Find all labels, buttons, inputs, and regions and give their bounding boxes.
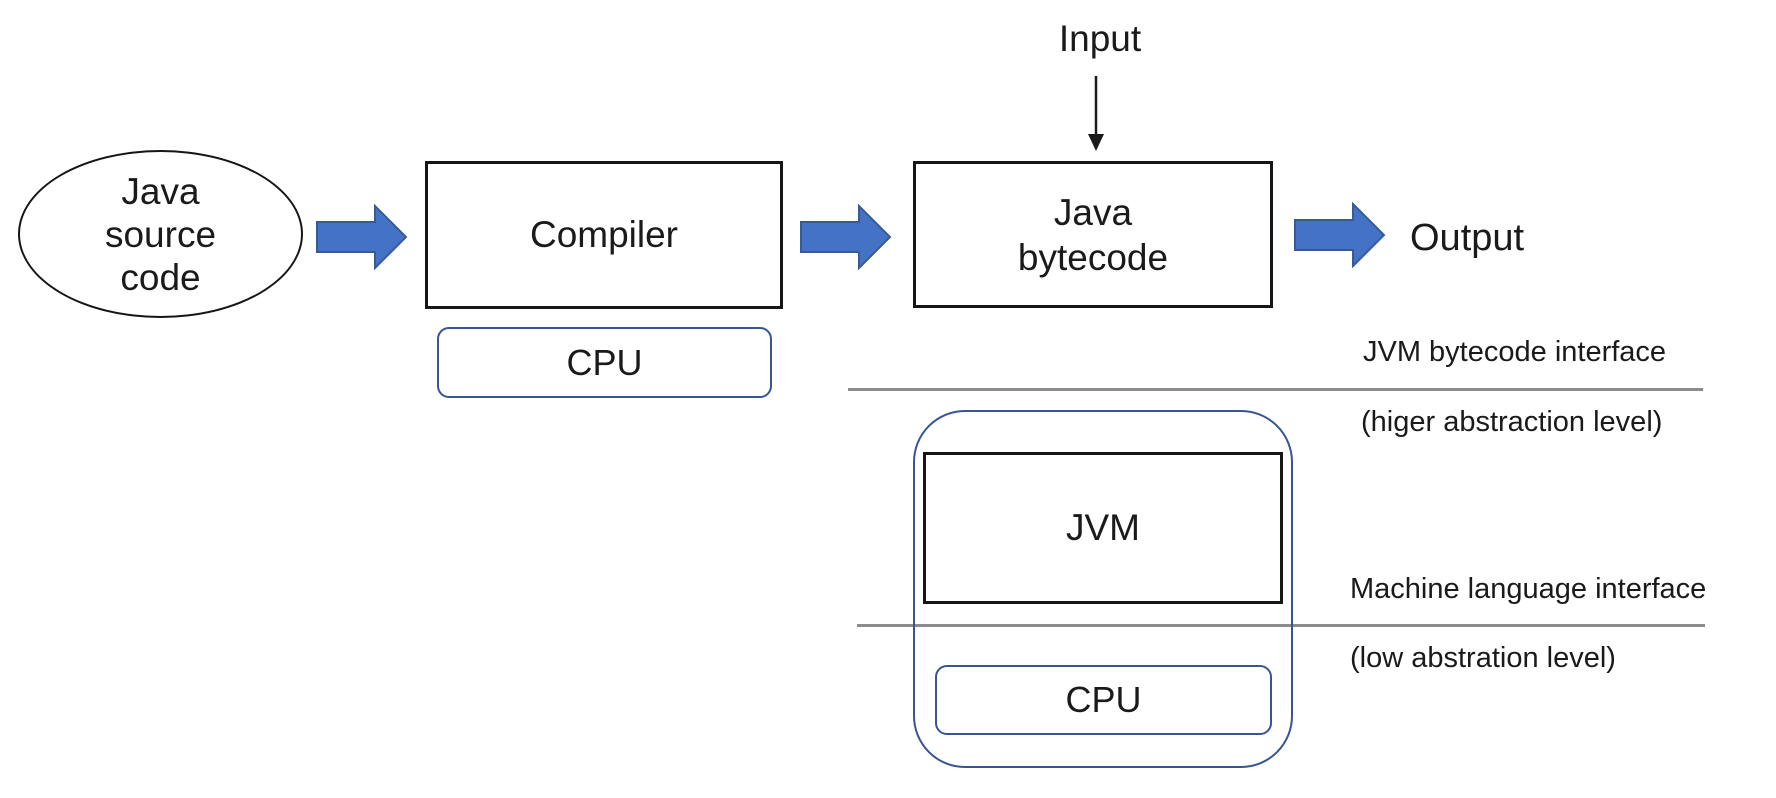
machine-language-interface-label: Machine language interface: [1350, 573, 1707, 605]
arrow-bytecode-to-output-icon: [1294, 202, 1386, 268]
jvm-bytecode-interface-label: JVM bytecode interface: [1363, 336, 1667, 368]
input-label: Input: [1058, 18, 1142, 59]
machine-language-interface-line: [857, 624, 1705, 627]
compiler-cpu-node: CPU: [437, 327, 772, 398]
java-bytecode-node: Java bytecode: [913, 161, 1273, 308]
compiler-node: Compiler: [425, 161, 783, 309]
java-source-code-node: Java source code: [18, 150, 303, 318]
jvm-node: JVM: [923, 452, 1283, 604]
output-label: Output: [1410, 217, 1525, 259]
input-down-arrow-icon: [1088, 76, 1104, 151]
arrow-compiler-to-bytecode-icon: [800, 204, 892, 270]
jvm-cpu-container: [913, 410, 1293, 768]
jvm-bytecode-interface-line: [848, 388, 1703, 391]
low-abstraction-level-label: (low abstration level): [1350, 642, 1616, 674]
higher-abstraction-level-label: (higer abstraction level): [1361, 406, 1663, 438]
jvm-cpu-node: CPU: [935, 665, 1272, 735]
arrow-source-to-compiler-icon: [316, 204, 408, 270]
